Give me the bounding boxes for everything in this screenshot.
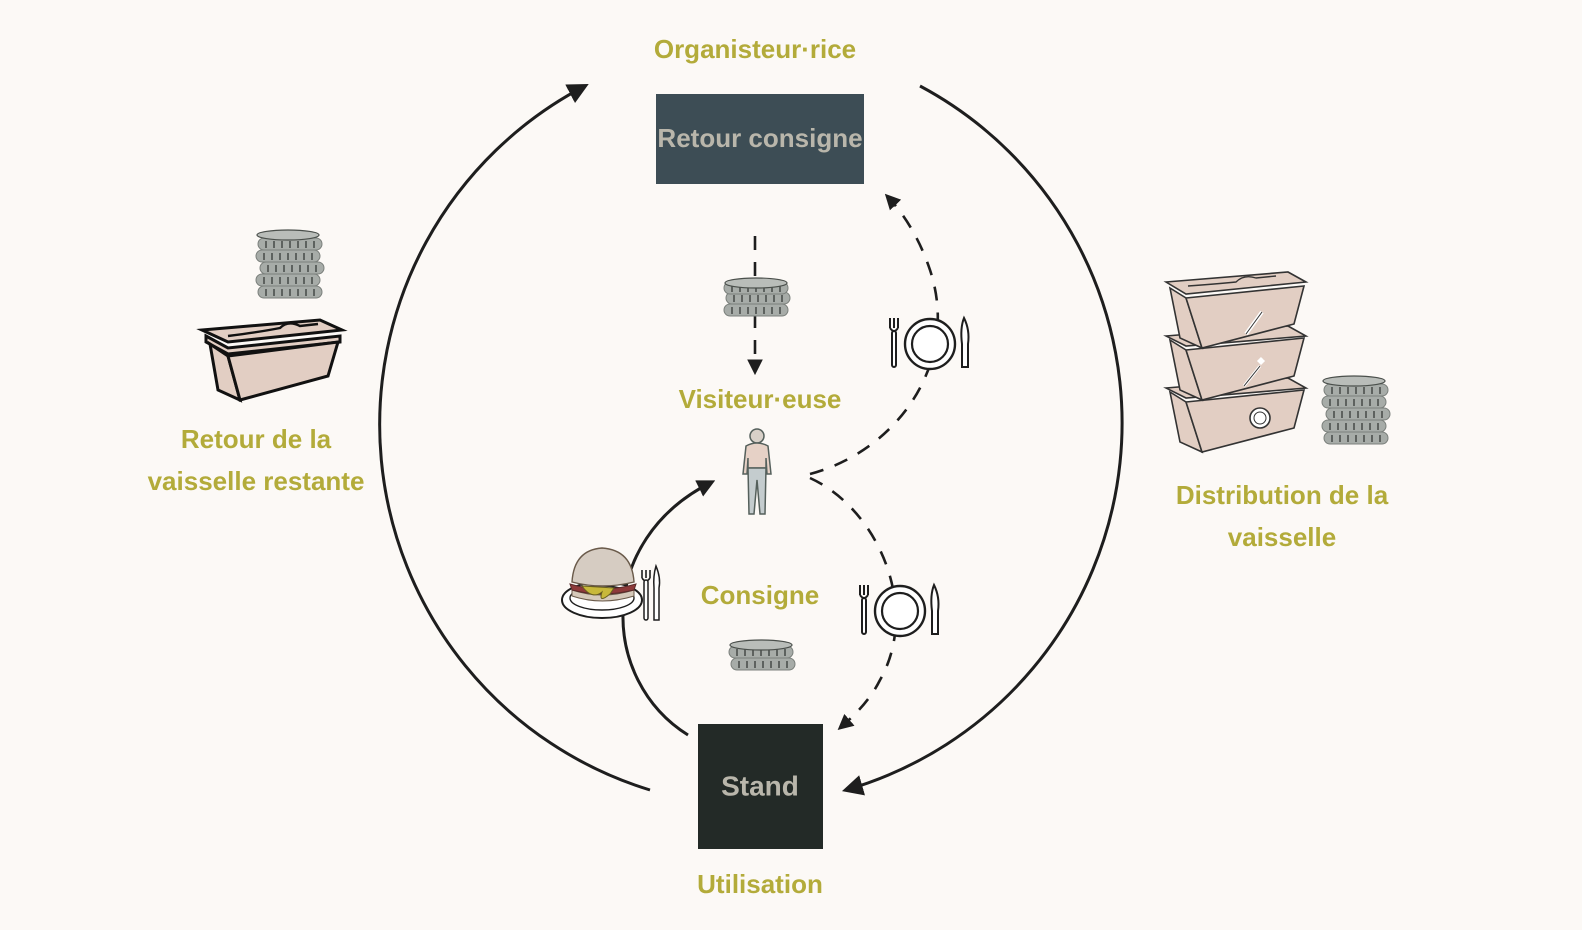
- flow-arc-right: [841, 84, 1124, 796]
- organiser-role-label: Organisteur·rice: [654, 34, 856, 64]
- left-step-label-line1: Retour de la: [181, 424, 332, 454]
- stand-box-label: Stand: [721, 770, 799, 801]
- coin-stack-icon: [728, 639, 796, 671]
- person-icon: [742, 428, 772, 515]
- crate-icon: [196, 318, 348, 403]
- left-step-label-line2: vaisselle restante: [148, 466, 365, 496]
- plate-cutlery-icon: [888, 316, 970, 371]
- stand-box[interactable]: [698, 724, 823, 849]
- flow-return-dishes: [809, 193, 940, 476]
- coin-stack-icon: [723, 277, 791, 317]
- plate-cutlery-icon: [858, 583, 940, 638]
- stacked-crates-icon: [1163, 271, 1309, 454]
- right-step-label-line1: Distribution de la: [1176, 480, 1389, 510]
- flow-arc-left: [378, 84, 651, 792]
- burger-plate-icon: [561, 547, 661, 621]
- visitor-label: Visiteur·euse: [679, 384, 842, 414]
- right-step-label-line2: vaisselle: [1228, 522, 1336, 552]
- organiser-box[interactable]: [656, 94, 864, 184]
- organiser-box-label: Retour consigne: [657, 123, 862, 153]
- deposit-label: Consigne: [701, 580, 819, 610]
- coin-stack-icon: [255, 229, 325, 299]
- coin-stack-icon: [1321, 375, 1391, 445]
- stand-role-label: Utilisation: [697, 869, 823, 899]
